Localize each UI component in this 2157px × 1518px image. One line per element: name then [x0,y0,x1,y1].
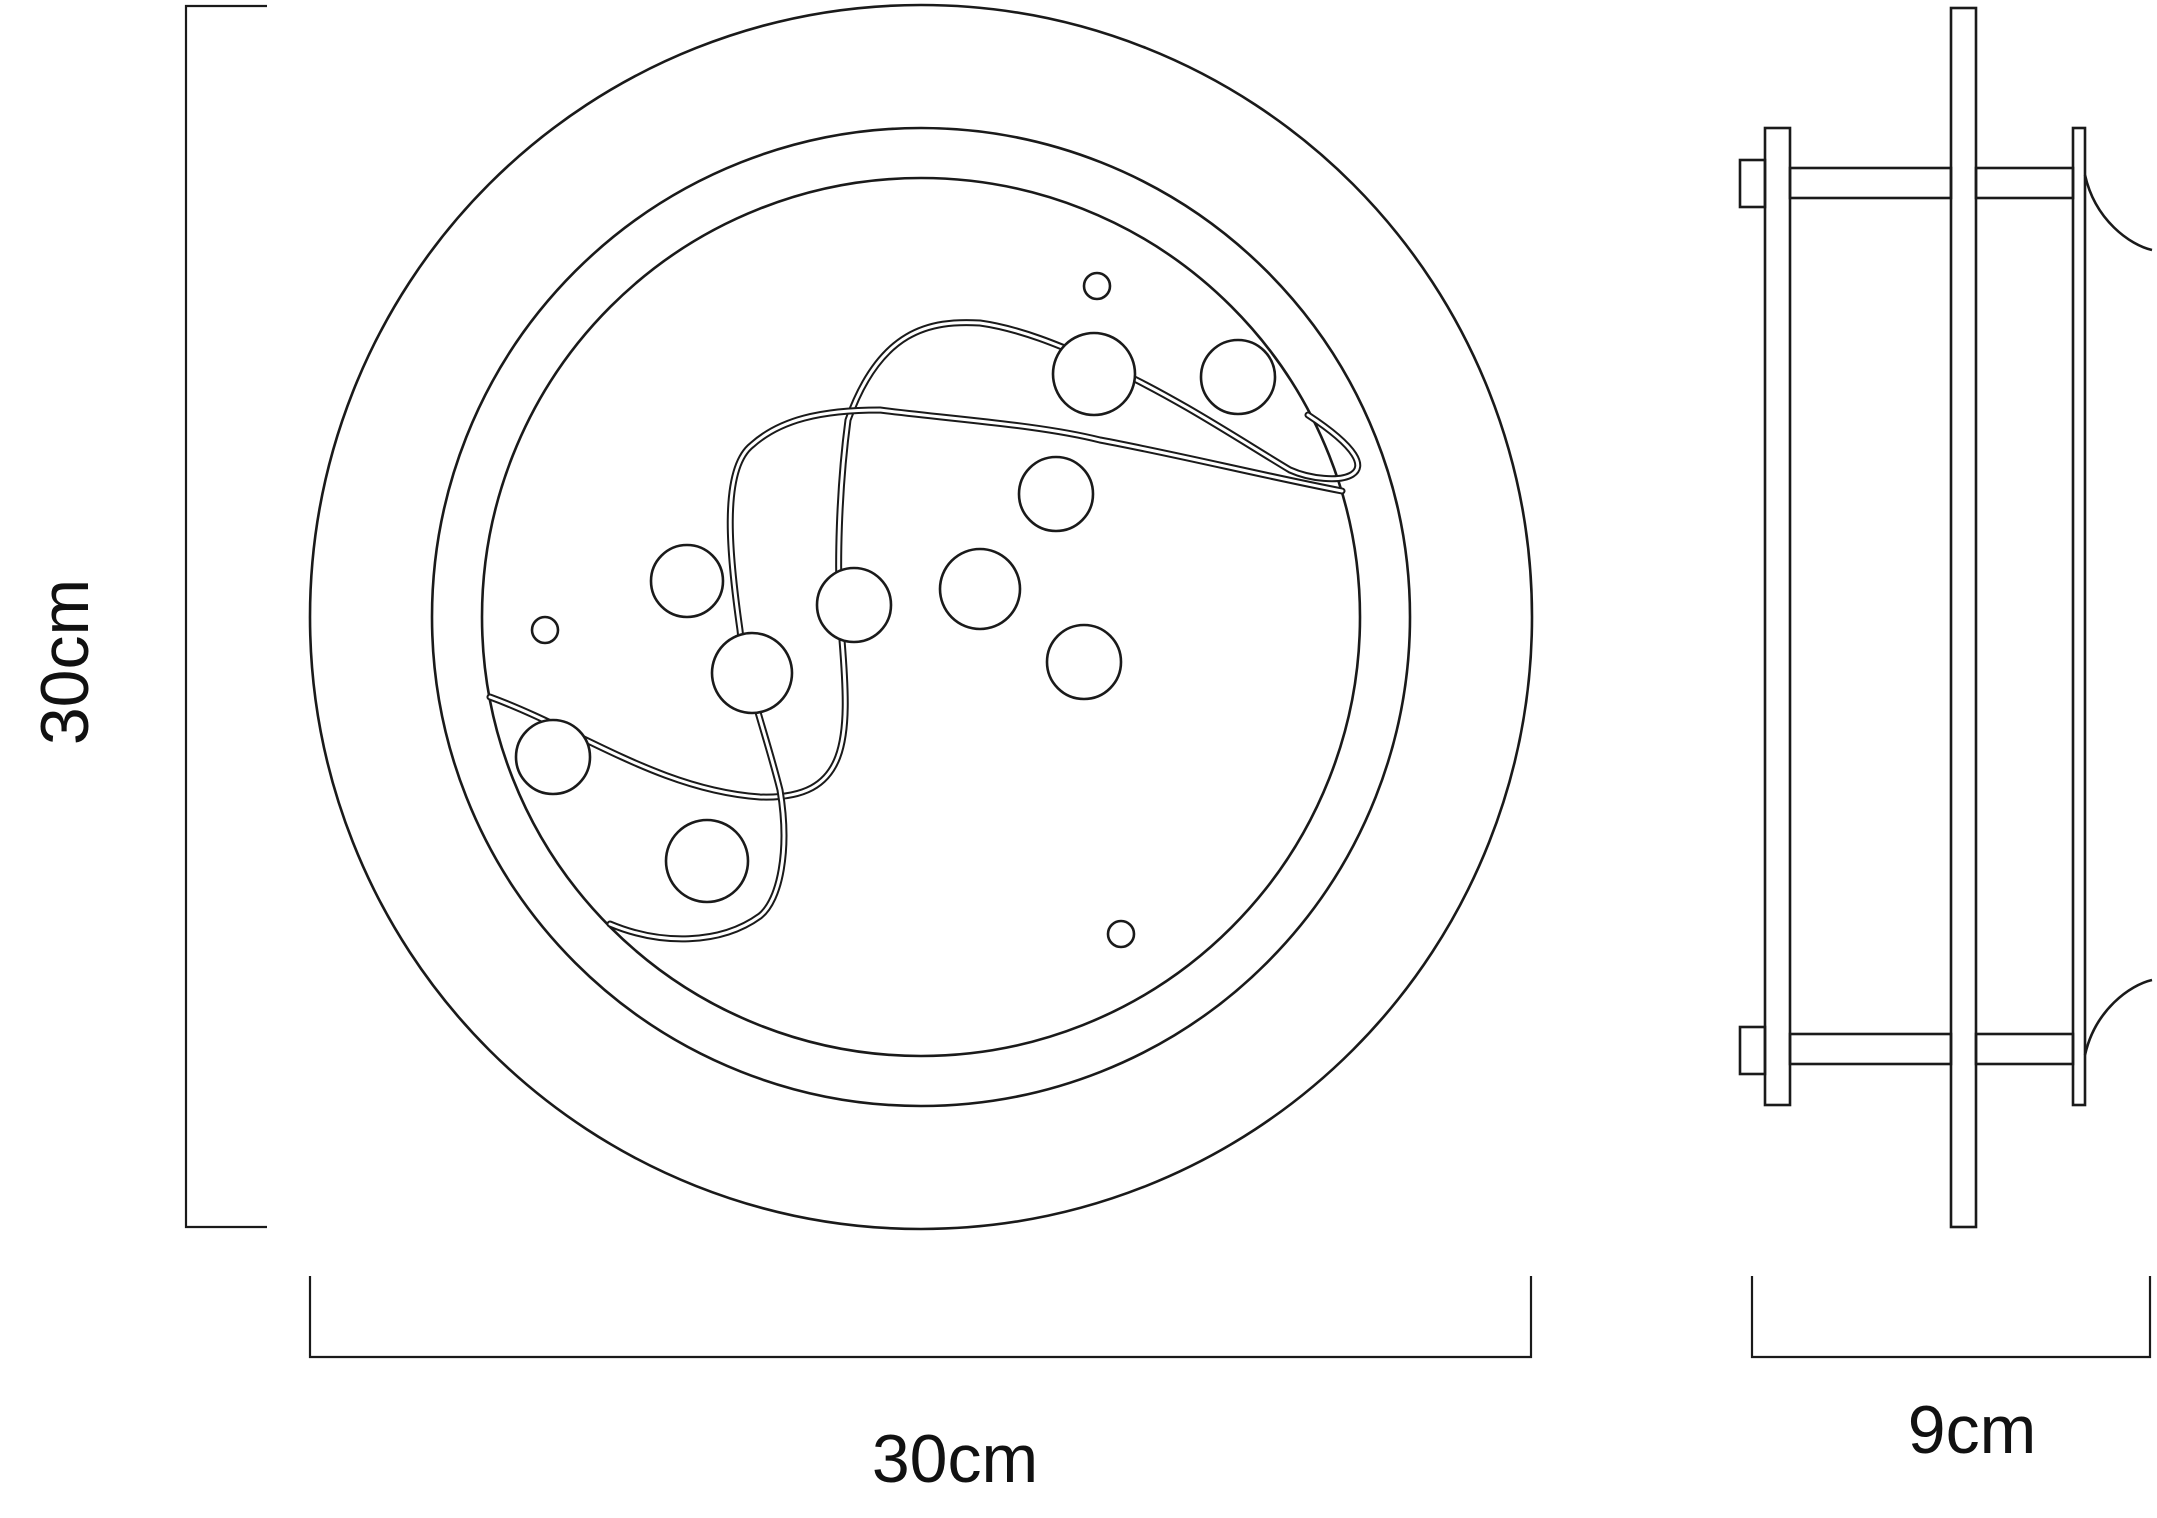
led-bead [664,818,750,904]
mount-knob-top [1738,158,1767,209]
screw-hole [1106,919,1136,949]
front-view [308,3,1534,1231]
height-label: 30cm [27,579,103,745]
diffuser-dome-bottom [2083,978,2153,1056]
depth-label: 9cm [1908,1392,2036,1468]
width-label: 30cm [872,1421,1038,1497]
led-bead [1017,455,1095,533]
led-bead [1051,331,1137,417]
led-beads [514,331,1277,904]
cable-loop-b-inner [608,408,1344,941]
led-bead [815,566,893,644]
spacer-top-left [1788,166,1953,200]
mount-knob-bottom [1738,1025,1767,1076]
middle-ring [430,126,1412,1108]
cable-loop-a-inner [488,321,1360,799]
diffuser-edge [2071,126,2087,1107]
led-bead [1199,338,1277,416]
dimension-lines [184,4,2152,1359]
depth-dimension-bracket [1750,1276,2152,1359]
inner-diffuser [480,176,1362,1058]
outer-rim [308,3,1534,1231]
led-bead [1045,623,1123,701]
led-bead [649,543,725,619]
spacer-bottom-left [1788,1032,1953,1066]
led-bead [514,718,592,796]
led-bead [938,547,1022,631]
cable-loops [486,319,1362,943]
side-view [1738,6,2153,1229]
width-dimension-bracket [308,1276,1533,1359]
back-plate [1763,126,1792,1107]
spacer-top-right [1974,166,2075,200]
height-dimension-bracket [184,4,267,1229]
led-bead [710,631,794,715]
spacer-bottom-right [1974,1032,2075,1066]
front-plate [1949,6,1978,1229]
screw-hole [530,615,560,645]
screw-holes [530,271,1136,949]
screw-hole [1082,271,1112,301]
diffuser-dome-top [2083,174,2153,252]
